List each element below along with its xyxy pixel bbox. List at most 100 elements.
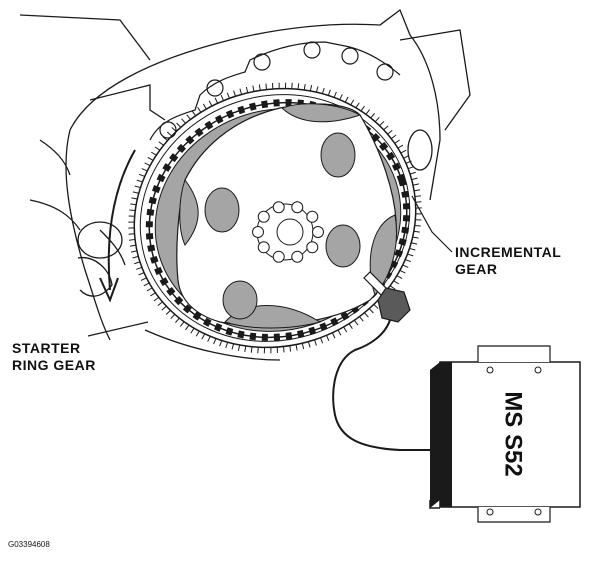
- ecu-module: MS S52: [429, 345, 581, 523]
- ring-gear-tooth: [333, 91, 337, 98]
- ring-gear-tooth: [158, 141, 164, 146]
- ring-gear-tooth: [171, 127, 177, 132]
- ring-gear-tooth: [162, 136, 168, 141]
- hub-bolt: [272, 201, 285, 214]
- ring-gear-tooth: [409, 171, 416, 175]
- housing-flange: [149, 41, 401, 141]
- flywheel-plate: [176, 103, 397, 329]
- ring-gear-tooth: [250, 346, 253, 353]
- ring-gear-tooth: [303, 84, 306, 91]
- hub-bolt: [257, 241, 270, 254]
- ring-gear-tooth: [331, 332, 336, 339]
- ring-gear-tooth: [237, 344, 241, 351]
- ring-gear-tooth: [289, 345, 292, 352]
- ring-gear-tooth: [405, 259, 412, 263]
- ring-gear-tooth: [413, 230, 420, 233]
- hub-bolt: [252, 226, 264, 238]
- ring-gear-tooth: [409, 247, 416, 251]
- ring-gear-tooth: [297, 83, 300, 90]
- ring-gear-tooth: [244, 345, 247, 352]
- ecu-label: MS S52: [500, 391, 527, 476]
- ring-gear-tooth: [295, 344, 298, 351]
- ring-gear-tooth: [140, 277, 147, 281]
- ring-gear-tooth: [283, 346, 285, 353]
- ring-gear-tooth: [373, 304, 379, 309]
- ring-gear-tooth: [153, 296, 160, 302]
- crankshaft-sensor: [332, 271, 437, 451]
- ring-gear-tooth: [403, 155, 410, 159]
- figure-id: G03394608: [8, 540, 50, 549]
- ring-gear-tooth: [165, 309, 171, 315]
- ring-gear-tooth: [344, 96, 349, 103]
- ring-gear-tooth: [131, 197, 138, 200]
- ring-gear-tooth: [414, 195, 421, 198]
- ring-gear-tooth: [130, 250, 138, 253]
- incremental-gear-label-line1: INCREMENTAL: [455, 244, 562, 260]
- ring-gear-tooth: [383, 125, 389, 131]
- ring-gear-tooth: [220, 94, 224, 101]
- ring-gear-tooth: [258, 84, 261, 91]
- ring-gear-tooth: [202, 103, 207, 110]
- ring-gear-tooth: [327, 89, 331, 96]
- ring-gear-tooth: [143, 282, 150, 287]
- ring-gear-tooth: [407, 253, 414, 257]
- incremental-gear-label-line2: GEAR: [455, 261, 498, 277]
- ring-gear-tooth: [136, 266, 143, 270]
- ring-gear-tooth: [405, 160, 412, 164]
- ring-gear-tooth: [201, 333, 206, 340]
- starter-ring-gear-label-line2: RING GEAR: [12, 357, 96, 373]
- ring-gear-tooth: [387, 130, 393, 135]
- ring-gear-tooth: [320, 337, 324, 344]
- ring-gear-tooth: [129, 238, 136, 241]
- ring-gear-tooth: [132, 191, 139, 194]
- hub-bolt: [272, 250, 285, 263]
- ring-gear-tooth: [252, 85, 255, 92]
- housing-bolts: [159, 41, 394, 139]
- ring-gear-tooth: [144, 162, 151, 167]
- ring-gear-tooth: [379, 121, 385, 127]
- ring-gear-tooth: [231, 343, 235, 350]
- ring-gear-tooth: [225, 342, 229, 349]
- ring-gear-tooth: [411, 177, 418, 181]
- ring-gear-tooth: [291, 82, 293, 89]
- ring-gear-tooth: [348, 323, 353, 329]
- ring-gear-tooth: [219, 340, 223, 347]
- hub-bolt: [291, 250, 304, 263]
- ring-gear-tooth: [337, 329, 342, 336]
- ring-gear-tooth: [353, 319, 359, 326]
- ring-gear-tooth: [214, 97, 219, 104]
- hub-bolt: [312, 226, 324, 238]
- ring-gear-tooth: [390, 134, 397, 140]
- ring-gear-tooth: [136, 179, 143, 183]
- ring-gear-tooth: [309, 85, 313, 92]
- ring-gear-tooth: [400, 149, 407, 154]
- ring-gear-tooth: [415, 201, 422, 203]
- ring-gear-tooth: [397, 144, 404, 149]
- incremental-gear-label: INCREMENTAL GEAR: [455, 244, 561, 278]
- ring-gear-tooth: [257, 347, 259, 354]
- starter-ring-gear: [128, 82, 422, 354]
- starter-ring-gear-label: STARTER RING GEAR: [12, 340, 96, 374]
- ring-gear-tooth: [130, 203, 137, 206]
- ring-gear-tooth: [394, 139, 400, 144]
- ring-gear-tooth: [389, 285, 396, 290]
- ring-gear-tooth: [301, 343, 305, 350]
- ring-gear-tooth: [396, 275, 403, 279]
- ring-gear-tooth: [368, 308, 374, 314]
- ring-gear-tooth: [185, 324, 190, 331]
- ring-gear-tooth: [245, 86, 249, 93]
- ring-gear-tooth: [166, 131, 173, 137]
- ring-gear-tooth: [307, 341, 311, 348]
- engine-block: [19, 8, 471, 361]
- hub-bolt: [291, 201, 304, 214]
- ring-gear-tooth: [154, 146, 161, 151]
- ring-gear-tooth: [161, 305, 167, 311]
- ring-gear-tooth: [138, 173, 145, 177]
- ring-gear-tooth: [186, 114, 191, 120]
- ring-gear-tooth: [146, 287, 153, 292]
- ring-gear-tooth: [360, 105, 365, 112]
- ring-gear-tooth: [370, 113, 375, 119]
- ring-gear-tooth: [191, 110, 197, 117]
- ring-gear-tooth: [175, 317, 180, 323]
- ring-gear-tooth: [359, 316, 364, 322]
